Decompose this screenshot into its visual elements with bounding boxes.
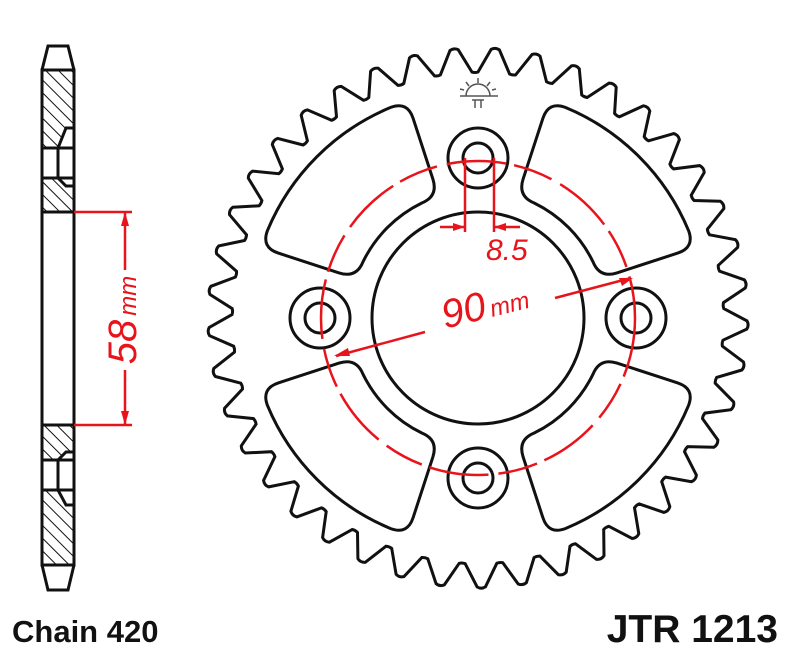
lightening-slot xyxy=(520,360,692,532)
bolt-hole-dimension-label: 8.5 xyxy=(486,234,528,267)
sprocket-teeth xyxy=(206,46,750,590)
lightening-slot xyxy=(520,104,692,276)
lightening-slots xyxy=(264,104,692,532)
bore-value: 58 xyxy=(101,319,145,364)
bolt-hole-right xyxy=(604,286,668,350)
jt-logo-icon xyxy=(459,78,498,108)
lightening-slot xyxy=(264,360,436,532)
bore-dimension-label: 58mm xyxy=(101,276,145,364)
bolt-holes xyxy=(288,126,668,510)
pcd-value: 90 xyxy=(437,284,491,337)
pcd-dimension-label: 90mm xyxy=(437,273,534,337)
bolt-hole-bottom xyxy=(446,446,510,510)
bolt-hole-top xyxy=(446,126,510,190)
bore-unit: mm xyxy=(115,276,142,316)
chain-size-label: Chain 420 xyxy=(12,614,159,649)
part-number-title: JTR 1213 xyxy=(606,608,778,651)
lightening-slot xyxy=(264,104,436,276)
bolt-hole-left xyxy=(288,286,352,350)
sprocket-face xyxy=(206,46,750,590)
center-bore xyxy=(370,210,586,426)
side-profile xyxy=(40,44,76,592)
pcd-dimension xyxy=(319,158,637,477)
pcd-unit: mm xyxy=(487,287,532,323)
bore-dimension xyxy=(74,210,132,427)
